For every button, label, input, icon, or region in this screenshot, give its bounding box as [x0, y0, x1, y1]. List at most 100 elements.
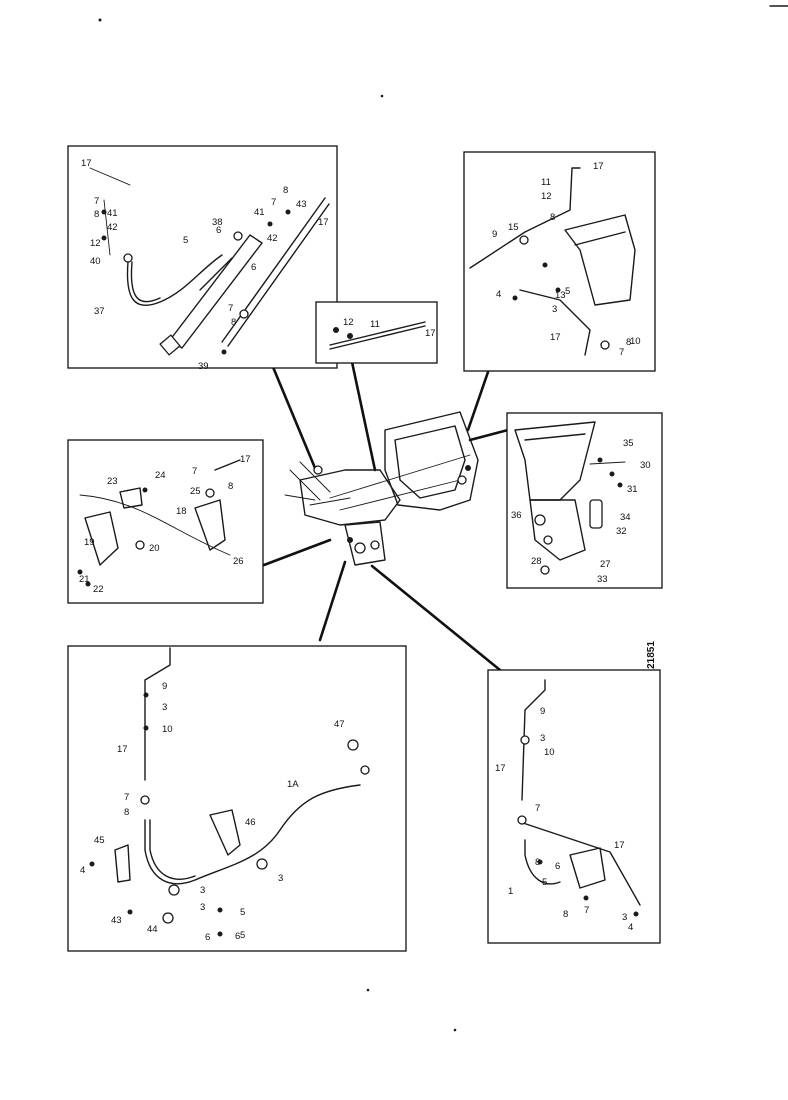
callout-label: 6	[205, 932, 210, 943]
box-leaders	[262, 353, 510, 672]
callout-label: 12	[90, 238, 101, 249]
callout-label: 12	[343, 317, 354, 328]
callout-label: 17	[318, 217, 329, 228]
callout-label: 17	[117, 744, 128, 755]
callout-label: 17	[240, 454, 251, 465]
callout-label: 6	[235, 931, 240, 942]
callout-label: 19	[84, 537, 95, 548]
callout-label: 3	[200, 902, 205, 913]
callout-label: 1	[508, 886, 513, 897]
callout-label: 13	[555, 290, 566, 301]
callout-label: 11	[541, 177, 551, 188]
callout-label: 6	[216, 225, 221, 236]
callout-label: 32	[616, 526, 627, 537]
callout-label: 15	[508, 222, 519, 233]
callout-label: 6	[555, 861, 560, 872]
callout-label: 18	[176, 506, 187, 517]
callout-label: 10	[162, 724, 173, 735]
callout-label: 7	[535, 803, 540, 814]
callout-label: 8	[283, 185, 288, 196]
detail-middle-right	[506, 412, 663, 589]
callout-label: 10	[544, 747, 555, 758]
callout-label: 35	[623, 438, 634, 449]
central-assembly	[284, 411, 479, 566]
callout-label: 17	[550, 332, 561, 343]
callout-label: 5	[565, 286, 570, 297]
callout-label: 21	[79, 574, 90, 585]
callout-label: 7	[94, 196, 99, 207]
callout-label: 1A	[287, 779, 299, 790]
callout-label: 12	[541, 191, 552, 202]
callout-label: 43	[111, 915, 122, 926]
scan-specks	[98, 5, 788, 1032]
drawing-code: 21851	[646, 641, 657, 669]
callout-label: 38	[212, 217, 223, 228]
detail-top-center	[315, 301, 438, 364]
callout-label: 4	[628, 922, 633, 933]
detail-top-right	[463, 151, 656, 372]
detail-bottom-right	[487, 669, 661, 944]
callout-label: 28	[531, 556, 542, 567]
detail-top-left	[67, 145, 338, 369]
callout-label: 8	[563, 909, 568, 920]
callout-label: 41	[254, 207, 265, 218]
callout-label: 9	[492, 229, 497, 240]
callout-label: 23	[107, 476, 118, 487]
callout-label: 6	[251, 262, 256, 273]
callout-label: 7	[271, 197, 276, 208]
callout-label: 8	[535, 857, 540, 868]
callout-label: 8	[124, 807, 129, 818]
callout-label: 5	[240, 930, 245, 941]
callout-label: 8	[550, 212, 555, 223]
callout-label: 33	[597, 574, 608, 585]
callout-label: 20	[149, 543, 160, 554]
callout-label: 9	[540, 706, 545, 717]
callout-label: 3	[552, 304, 557, 315]
callout-label: 44	[147, 924, 158, 935]
callout-label: 43	[296, 199, 307, 210]
callout-label: 17	[81, 158, 92, 169]
callout-label: 7	[584, 905, 589, 916]
callout-label: 8	[228, 481, 233, 492]
callout-label: 5	[183, 235, 188, 246]
callout-label: 37	[94, 306, 105, 317]
callout-label: 3	[278, 873, 283, 884]
callout-label: 11	[370, 319, 380, 330]
callout-label: 4	[496, 289, 501, 300]
callout-label: 24	[155, 470, 166, 481]
callout-label: 7	[228, 303, 233, 314]
callout-label: 17	[495, 763, 506, 774]
callout-label: 5	[240, 907, 245, 918]
callout-label: 46	[245, 817, 256, 828]
callout-label: 5	[542, 877, 547, 888]
callout-label: 8	[626, 337, 631, 348]
callout-label: 27	[600, 559, 611, 570]
callout-label: 25	[190, 486, 201, 497]
callout-label: 9	[162, 681, 167, 692]
callout-label: 22	[93, 584, 104, 595]
callout-label: 39	[198, 361, 209, 372]
callout-label: 26	[233, 556, 244, 567]
callout-label: 40	[90, 256, 101, 267]
callout-label: 17	[593, 161, 604, 172]
callout-label: 3	[200, 885, 205, 896]
callout-label: 34	[620, 512, 631, 523]
callout-label: 3	[540, 733, 545, 744]
callout-label: 8	[231, 317, 236, 328]
callout-label: 17	[425, 328, 436, 339]
callout-label: 10	[630, 336, 641, 347]
callout-label: 7	[619, 347, 624, 358]
callout-label: 3	[162, 702, 167, 713]
callout-label: 7	[124, 792, 129, 803]
callout-label: 7	[192, 466, 197, 477]
callout-label: 30	[640, 460, 651, 471]
callout-label: 17	[614, 840, 625, 851]
callout-label: 3	[622, 912, 627, 923]
callout-label: 31	[627, 484, 638, 495]
callout-label: 42	[267, 233, 278, 244]
callout-label: 45	[94, 835, 105, 846]
detail-bottom-left	[67, 645, 407, 952]
callout-label: 8	[94, 209, 99, 220]
callout-label: 42	[107, 222, 118, 233]
